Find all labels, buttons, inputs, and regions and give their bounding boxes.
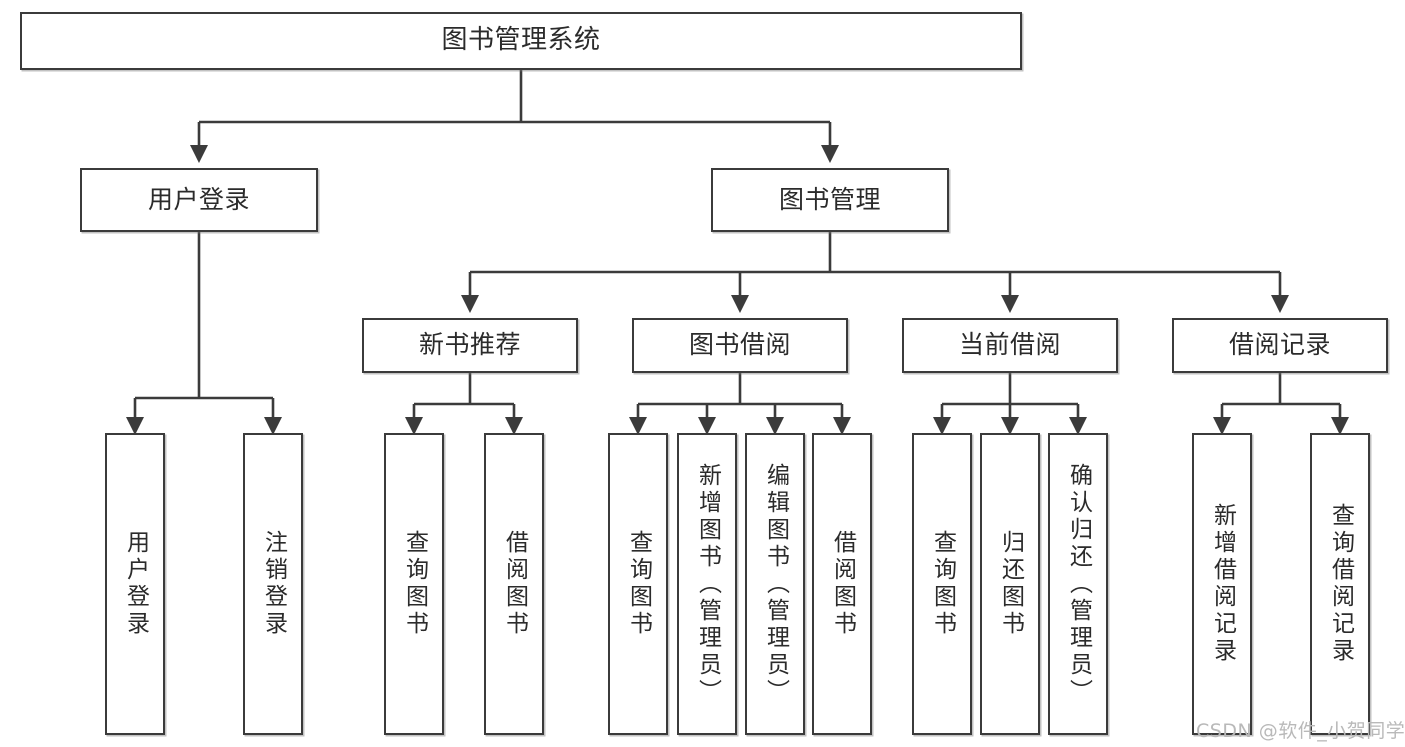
node-label: 查询借阅记录 [1327,503,1354,665]
node-leaf-borrow-book-1[interactable]: 借阅图书 [484,433,544,735]
node-leaf-query-book-3[interactable]: 查询图书 [912,433,972,735]
node-label: 归还图书 [997,530,1024,638]
node-user-login[interactable]: 用户登录 [80,168,318,232]
node-book-manage[interactable]: 图书管理 [711,168,949,232]
node-current-borrow[interactable]: 当前借阅 [902,318,1118,373]
node-label: 查询图书 [401,530,428,638]
node-label: 用户登录 [147,184,250,214]
node-leaf-query-record[interactable]: 查询借阅记录 [1310,433,1370,735]
node-book-borrow[interactable]: 图书借阅 [632,318,848,373]
node-label: 借阅记录 [1228,330,1331,360]
node-label: 查询图书 [929,530,956,638]
node-leaf-add-record[interactable]: 新增借阅记录 [1192,433,1252,735]
node-label: 图书管理系统 [441,25,601,56]
csdn-watermark: CSDN @软件_小贺同学 [1196,720,1405,742]
node-leaf-logout-login[interactable]: 注销登录 [243,433,303,735]
node-leaf-user-login[interactable]: 用户登录 [105,433,165,735]
node-label: 新增图书（管理员） [694,462,721,706]
node-leaf-return-book[interactable]: 归还图书 [980,433,1040,735]
node-label: 确认归还（管理员） [1065,462,1092,706]
node-label: 图书借阅 [688,330,791,360]
node-label: 查询图书 [625,530,652,638]
node-leaf-query-book-1[interactable]: 查询图书 [384,433,444,735]
node-leaf-edit-book[interactable]: 编辑图书（管理员） [745,433,805,735]
node-label: 借阅图书 [829,530,856,638]
node-new-book-recommend[interactable]: 新书推荐 [362,318,578,373]
node-label: 编辑图书（管理员） [762,462,789,706]
node-label: 图书管理 [778,184,881,214]
node-leaf-add-book[interactable]: 新增图书（管理员） [677,433,737,735]
node-label: 用户登录 [122,530,149,638]
node-label: 注销登录 [260,530,287,638]
node-label: 新增借阅记录 [1209,503,1236,665]
node-label: 新书推荐 [418,330,521,360]
node-label: 当前借阅 [958,330,1061,360]
node-leaf-confirm-return[interactable]: 确认归还（管理员） [1048,433,1108,735]
node-leaf-borrow-book-2[interactable]: 借阅图书 [812,433,872,735]
node-label: 借阅图书 [501,530,528,638]
node-root-book-management-system[interactable]: 图书管理系统 [20,12,1022,70]
node-borrow-record[interactable]: 借阅记录 [1172,318,1388,373]
node-leaf-query-book-2[interactable]: 查询图书 [608,433,668,735]
